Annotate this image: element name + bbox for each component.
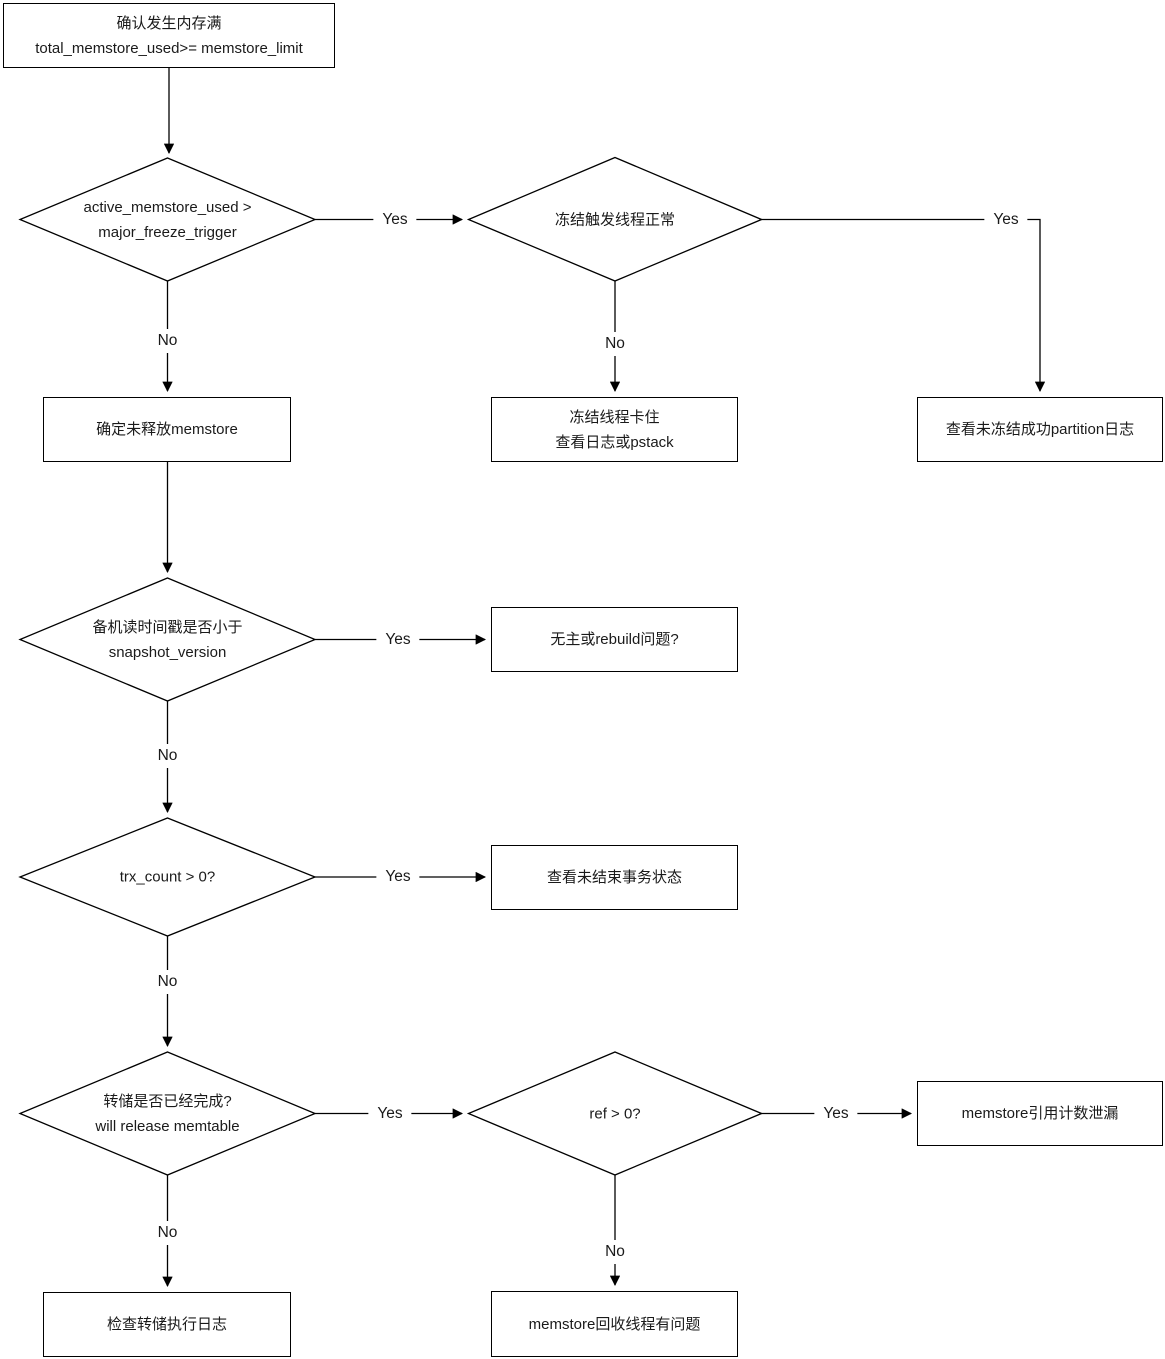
decision-ref-shape bbox=[466, 1051, 764, 1176]
node-memstore-ref-leak-line1: memstore引用计数泄漏 bbox=[961, 1105, 1119, 1122]
edge-label-yes-active-memstore: Yes bbox=[373, 207, 417, 232]
node-start-line2: total_memstore_used>= memstore_limit bbox=[35, 39, 303, 57]
node-check-freeze-thread: 冻结触发线程正常 bbox=[555, 207, 675, 232]
decisions-group bbox=[18, 156, 764, 1176]
node-check-ref: ref > 0? bbox=[589, 1101, 640, 1126]
node-freeze-thread-stuck-line1: 冻结线程卡住 bbox=[569, 408, 660, 426]
edge-label-yes-trx-count: Yes bbox=[376, 865, 420, 889]
edge-label-no-ref: No bbox=[596, 1240, 634, 1264]
node-check-snapshot-version-line2: snapshot_version bbox=[108, 643, 227, 661]
node-confirm-unreleased-memstore: 确定未释放memstore bbox=[43, 397, 291, 462]
node-check-unfinished-trx-line1: 查看未结束事务状态 bbox=[546, 869, 682, 886]
decision-trx-count-shape bbox=[18, 817, 317, 937]
edge-label-yes-freeze-thread: Yes bbox=[984, 207, 1028, 232]
node-check-dump-log: 检查转储执行日志 bbox=[43, 1292, 291, 1357]
node-check-snapshot-version: 备机读时间戳是否小于 snapshot_version bbox=[92, 615, 242, 665]
node-start-line1: 确认发生内存满 bbox=[116, 14, 222, 32]
node-rebuild-issue-line1: 无主或rebuild问题? bbox=[550, 631, 679, 648]
node-check-unfinished-trx: 查看未结束事务状态 bbox=[491, 845, 738, 910]
edge-label-yes-ref: Yes bbox=[814, 1101, 858, 1126]
node-confirm-unreleased-memstore-line1: 确定未释放memstore bbox=[96, 421, 238, 438]
node-check-minor-freeze-done-line2: will release memtable bbox=[95, 1117, 240, 1135]
node-check-minor-freeze-done: 转储是否已经完成? will release memtable bbox=[95, 1089, 239, 1139]
node-check-ref-line1: ref > 0? bbox=[589, 1105, 641, 1122]
edge-label-yes-minor-freeze: Yes bbox=[368, 1101, 412, 1126]
node-check-freeze-thread-line1: 冻结触发线程正常 bbox=[554, 211, 676, 228]
node-memstore-recycle-issue-line1: memstore回收线程有问题 bbox=[528, 1315, 701, 1333]
decision-minor-freeze-shape bbox=[18, 1051, 317, 1176]
decision-snapshot-version-shape bbox=[18, 577, 317, 702]
edge-label-yes-snapshot: Yes bbox=[376, 627, 420, 652]
node-freeze-thread-stuck-line2: 查看日志或pstack bbox=[555, 433, 674, 451]
edge-label-no-snapshot: No bbox=[148, 744, 187, 768]
edge-label-no-freeze-thread: No bbox=[596, 332, 634, 356]
node-check-minor-freeze-done-line1: 转储是否已经完成? bbox=[103, 1092, 232, 1110]
node-check-snapshot-version-line1: 备机读时间戳是否小于 bbox=[92, 618, 243, 636]
node-check-active-memstore-line2: major_freeze_trigger bbox=[98, 223, 237, 241]
node-check-active-memstore-line1: active_memstore_used > bbox=[83, 198, 252, 216]
node-check-trx-count-line1: trx_count > 0? bbox=[119, 868, 216, 886]
node-memstore-ref-leak: memstore引用计数泄漏 bbox=[917, 1081, 1163, 1146]
node-rebuild-issue: 无主或rebuild问题? bbox=[491, 607, 738, 672]
edge-freeze-thread-yes bbox=[761, 218, 1046, 393]
edge-label-no-minor-freeze: No bbox=[148, 1221, 187, 1245]
edge-label-no-trx-count: No bbox=[148, 970, 187, 994]
decision-freeze-thread-shape bbox=[466, 156, 764, 282]
node-check-trx-count: trx_count > 0? bbox=[120, 865, 215, 890]
node-check-active-memstore: active_memstore_used > major_freeze_trig… bbox=[83, 195, 251, 245]
node-check-dump-log-line1: 检查转储执行日志 bbox=[106, 1316, 227, 1333]
node-freeze-thread-stuck: 冻结线程卡住 查看日志或pstack bbox=[491, 397, 738, 462]
decision-active-memstore-shape bbox=[18, 157, 317, 282]
node-memstore-recycle-issue: memstore回收线程有问题 bbox=[491, 1291, 738, 1357]
edge-label-no-active-memstore: No bbox=[148, 329, 187, 353]
node-check-partition-log: 查看未冻结成功partition日志 bbox=[917, 397, 1163, 462]
node-start: 确认发生内存满 total_memstore_used>= memstore_l… bbox=[3, 3, 335, 68]
node-check-partition-log-line1: 查看未冻结成功partition日志 bbox=[945, 421, 1135, 438]
